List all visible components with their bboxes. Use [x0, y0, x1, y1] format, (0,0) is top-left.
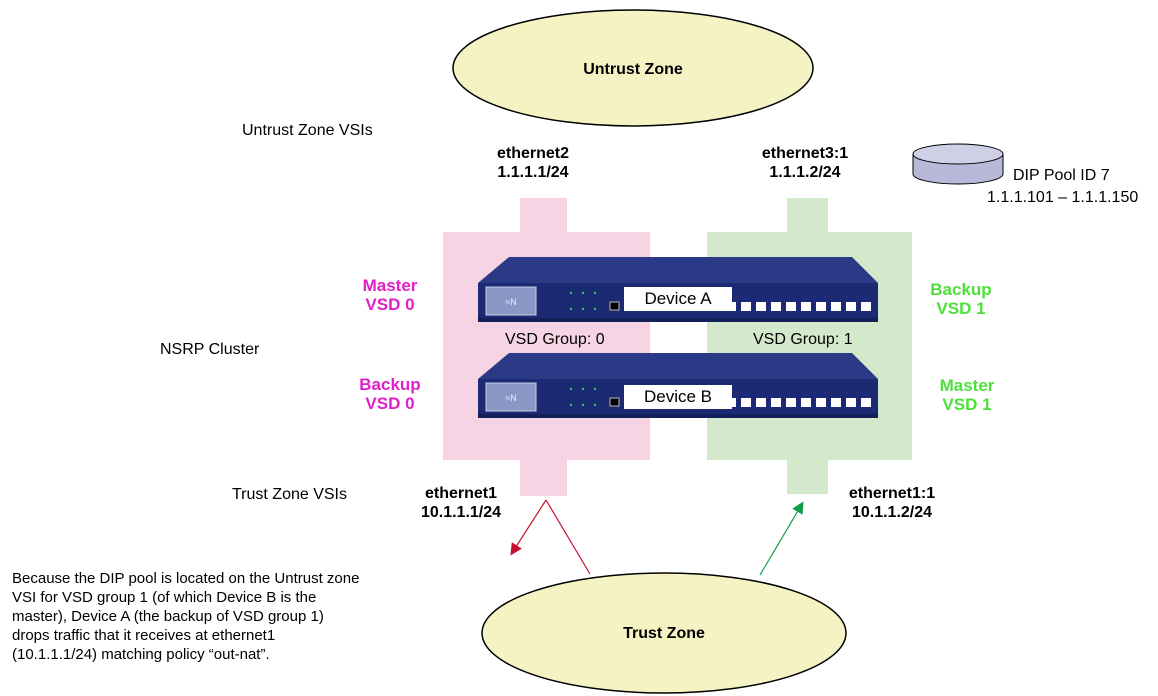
dip-pool-database-icon [912, 143, 1004, 185]
device-b-vsd0-name: VSD 0 [365, 394, 415, 413]
untrust-zone-ellipse [452, 9, 814, 127]
device-b-vsd1-role: Master VSD 1 [932, 376, 1002, 414]
dip-pool-range: 1.1.1.101 – 1.1.1.150 [987, 189, 1139, 206]
device-b-label: Device B [624, 385, 732, 409]
untrust-zone-label: Untrust Zone [583, 61, 683, 78]
ethernet1-name: ethernet1 [424, 485, 498, 502]
device-b-vsd1-status: Master [939, 376, 995, 395]
ethernet3-1-ip: 1.1.1.2/24 [769, 164, 841, 181]
red-drop-arrow [510, 499, 547, 556]
svg-text:≈N: ≈N [505, 393, 516, 403]
untrust-vsi-label: Untrust Zone VSIs [242, 122, 373, 139]
ethernet1-1-ip: 10.1.1.2/24 [851, 504, 933, 521]
ethernet1-1-interface: ethernet1:1 10.1.1.2/24 [840, 484, 944, 522]
device-a-vsd0-role: Master VSD 0 [355, 276, 425, 314]
dip-pool-label: DIP Pool ID 7 [1013, 167, 1110, 184]
vsd-group-1-label: VSD Group: 1 [753, 331, 853, 348]
ethernet3-1-interface: ethernet3:1 1.1.1.2/24 [755, 144, 855, 182]
note-line: (10.1.1.1/24) matching policy “out-nat”. [12, 646, 270, 663]
red-traffic-line-to-trust [545, 499, 591, 575]
green-traffic-arrow [759, 501, 804, 576]
device-a-vsd0-name: VSD 0 [365, 295, 415, 314]
vsd-group-0-label: VSD Group: 0 [505, 331, 605, 348]
device-a-label: Device A [624, 287, 732, 311]
trust-vsi-label: Trust Zone VSIs [232, 486, 347, 503]
ethernet3-1-name: ethernet3:1 [761, 145, 849, 162]
svg-text:≈N: ≈N [505, 297, 516, 307]
trust-zone-label: Trust Zone [623, 625, 705, 642]
device-a-vsd1-role: Backup VSD 1 [926, 280, 996, 318]
device-b-vsd0-status: Backup [359, 375, 421, 394]
device-a-vsd1-status: Backup [930, 280, 992, 299]
note-line: drops traffic that it receives at ethern… [12, 627, 276, 644]
ethernet2-name: ethernet2 [496, 145, 570, 162]
ethernet1-interface: ethernet1 10.1.1.1/24 [413, 484, 509, 522]
device-b-vsd1-name: VSD 1 [942, 395, 992, 414]
device-a-vsd0-status: Master [362, 276, 418, 295]
ethernet1-1-name: ethernet1:1 [848, 485, 936, 502]
ethernet2-ip: 1.1.1.1/24 [497, 164, 569, 181]
ethernet2-interface: ethernet2 1.1.1.1/24 [488, 144, 578, 182]
nsrp-cluster-label: NSRP Cluster [160, 341, 260, 358]
device-a-vsd1-name: VSD 1 [936, 299, 986, 318]
note-line: master), Device A (the backup of VSD gro… [12, 608, 324, 625]
note-line: Because the DIP pool is located on the U… [12, 570, 360, 587]
device-b-vsd0-role: Backup VSD 0 [355, 375, 425, 413]
note-line: VSI for VSD group 1 (of which Device B i… [12, 589, 317, 606]
ethernet1-ip: 10.1.1.1/24 [420, 504, 502, 521]
explanatory-note: Because the DIP pool is located on the U… [12, 569, 359, 664]
trust-zone-ellipse [481, 572, 847, 694]
